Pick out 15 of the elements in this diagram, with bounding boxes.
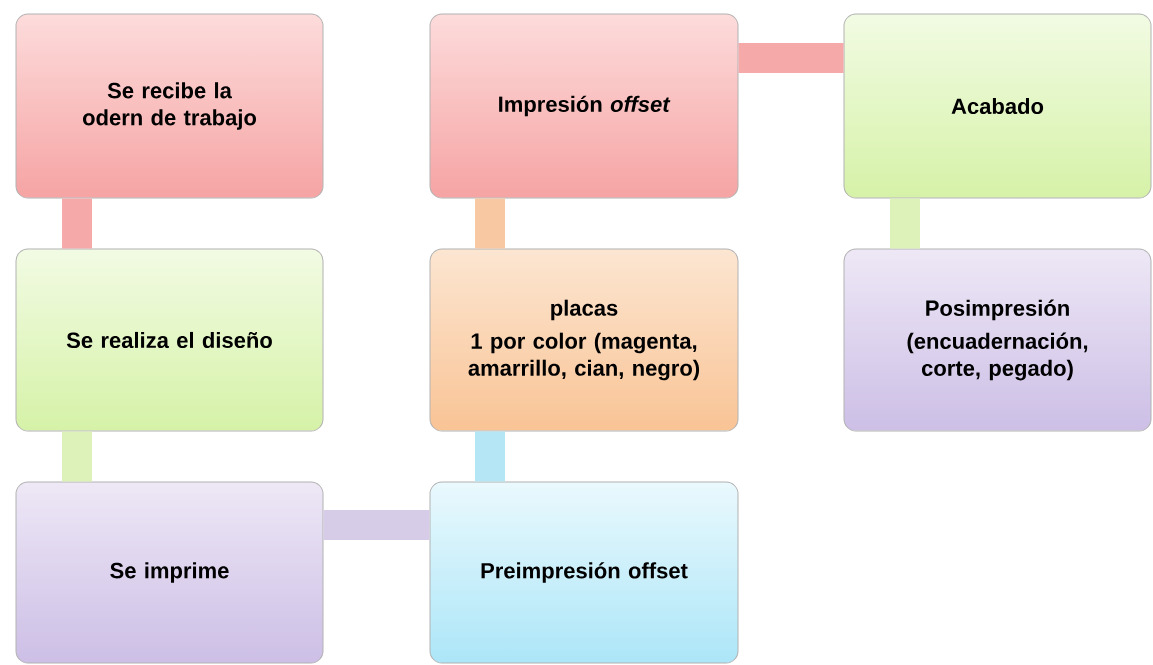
connector-bar [62,431,92,482]
connector-bar [475,431,505,482]
process-box: Acabado [843,13,1152,199]
process-box: Se recibe la odern de trabajo [15,13,324,199]
process-box: Se realiza el diseño [15,248,324,432]
process-box: Impresión offset [429,13,739,199]
connector-bar [475,198,505,249]
process-box: placas 1 por color (magenta, amarrillo, cian, negro) [429,248,739,432]
process-box: Se imprime [15,481,324,664]
connector-bar [323,510,430,540]
process-box: Preimpresión offset [429,481,739,664]
process-box: Posimpresión (encuadernación, corte, pegado) [843,248,1152,432]
connector-bar [62,198,92,249]
connector-bar [890,198,920,249]
connector-bar [738,43,844,73]
